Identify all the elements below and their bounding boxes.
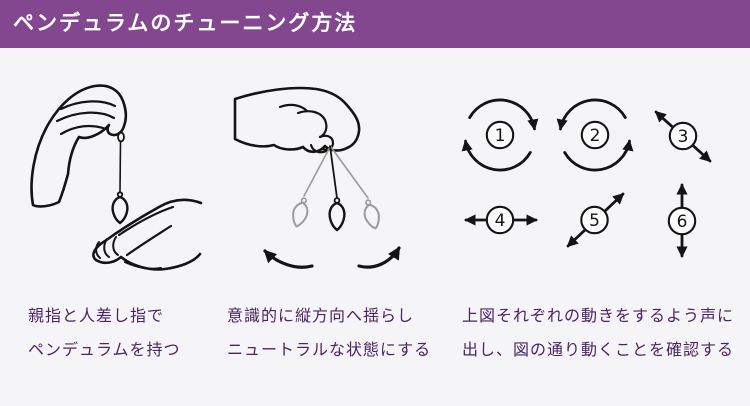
fist-hand-icon [233,86,361,154]
step-2-caption: 意識的に縦方向へ揺らし ニュートラルな状態にする [227,300,431,368]
clockwise-circle-arrow-icon: 1 [461,98,539,172]
diagram-number-3: 3 [678,127,689,147]
step-1-caption: 親指と人差し指で ペンデュラムを持つ [28,300,181,368]
swing-arrow-right-icon [357,246,401,269]
illustration-movement-diagrams: 1 2 3 4 5 6 [455,85,745,275]
ghost-pendulum-left-icon [292,146,331,228]
vertical-arrow-icon: 6 [667,183,697,258]
step-2-caption-line-2: ニュートラルな状態にする [227,342,432,359]
step-3-caption: 上図それぞれの動きをするよう声に 出し、図の通り動くことを確認する [462,300,734,368]
swing-arrow-left-icon [263,249,314,269]
page-title: ペンデュラムのチューニング方法 [13,12,358,35]
open-palm-icon [92,198,203,271]
step-1-caption-line-1: 親指と人差し指で [28,308,165,325]
diagram-number-2: 2 [590,126,601,146]
horizontal-arrow-icon: 4 [464,205,538,235]
step-3-caption-line-1: 上図それぞれの動きをするよう声に [462,308,735,325]
diagonal-nw-se-arrow-icon: 3 [654,110,712,163]
illustration-hold-pendulum [15,75,205,285]
step-2-caption-line-1: 意識的に縦方向へ揺らし [227,308,415,325]
diagram-number-6: 6 [677,212,688,232]
pendulum-on-string-icon [111,131,129,225]
step-3-caption-line-2: 出し、図の通り動くことを確認する [462,342,735,359]
diagram-number-1: 1 [495,126,506,146]
illustration-swing-pendulum [218,82,418,282]
pinching-hand-icon [30,84,128,208]
center-pendulum-icon [328,145,346,232]
counterclockwise-circle-arrow-icon: 2 [556,98,634,172]
diagram-number-4: 4 [495,211,506,231]
step-1-caption-line-2: ペンデュラムを持つ [28,342,181,359]
diagram-number-5: 5 [589,211,600,231]
diagonal-sw-ne-arrow-icon: 5 [566,192,625,248]
header-bar: ペンデュラムのチューニング方法 [0,0,750,48]
ghost-pendulum-right-icon [330,146,380,230]
